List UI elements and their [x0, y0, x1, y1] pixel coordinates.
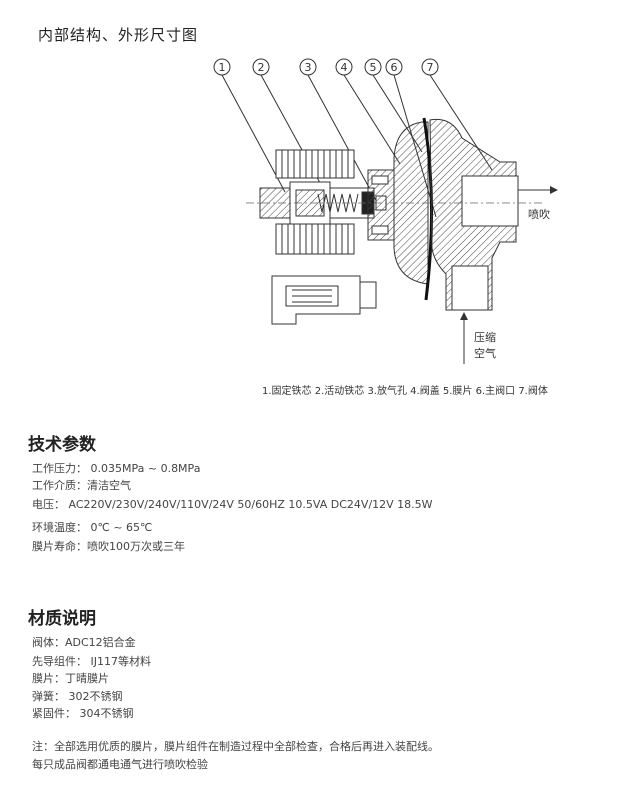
pilot-body	[367, 169, 395, 241]
callout-2: 2	[252, 58, 270, 76]
material-line-diaphragm: 膜片：丁晴膜片	[32, 672, 109, 685]
note-line-1: 注：全部选用优质的膜片，膜片组件在制造过程中全部检查，合格后再进入装配线。	[32, 740, 439, 753]
flow-in-arrow: 压缩 空气	[460, 312, 496, 364]
svg-text:1: 1	[219, 61, 226, 74]
svg-text:5: 5	[370, 61, 377, 74]
callout-3: 3	[299, 58, 317, 76]
callout-6: 6	[385, 58, 403, 76]
material-line-pilot: 先导组件： IJ117等材料	[32, 655, 151, 668]
material-line-body: 阀体：ADC12铝合金	[32, 636, 136, 649]
svg-text:6: 6	[391, 61, 398, 74]
spec-line-diaphragm-life: 膜片寿命：喷吹100万次或三年	[32, 540, 185, 553]
spec-line-voltage: 电压： AC220V/230V/240V/110V/24V 50/60HZ 10…	[32, 498, 433, 511]
material-line-spring: 弹簧： 302不锈钢	[32, 690, 123, 703]
svg-text:7: 7	[427, 61, 434, 74]
note-line-2: 每只成品阀都通电通气进行喷吹检验	[32, 758, 208, 771]
svg-text:空气: 空气	[474, 346, 496, 360]
inlet-bore	[451, 265, 489, 311]
outlet-bore	[461, 175, 519, 227]
callout-7: 7	[421, 58, 439, 76]
coil-housing-top	[275, 149, 355, 179]
spec-line-medium: 工作介质：清洁空气	[32, 479, 131, 492]
valve-cross-section-diagram: 1 2 3 4 5 6 7	[213, 58, 558, 364]
svg-text:4: 4	[341, 61, 348, 74]
callout-1: 1	[213, 58, 231, 76]
flow-out-arrow: 喷吹	[518, 186, 558, 221]
coil-housing-bottom	[275, 223, 355, 255]
spec-line-pressure: 工作压力： 0.035MPa ~ 0.8MPa	[32, 462, 201, 475]
section-title-structure: 内部结构、外形尺寸图	[38, 26, 199, 44]
spec-section-title: 技术参数	[28, 435, 96, 455]
materials-section-title: 材质说明	[28, 609, 96, 629]
svg-text:3: 3	[305, 61, 312, 74]
svg-text:喷吹: 喷吹	[528, 208, 550, 221]
spec-line-temperature: 环境温度： 0℃ ~ 65℃	[32, 521, 153, 534]
callout-4: 4	[335, 58, 353, 76]
svg-text:压缩: 压缩	[474, 331, 496, 344]
connector-plug	[271, 275, 377, 325]
svg-text:2: 2	[258, 61, 265, 74]
material-line-fasteners: 紧固件： 304不锈钢	[32, 707, 134, 720]
diagram-legend: 1.固定铁芯 2.活动铁芯 3.放气孔 4.阀盖 5.膜片 6.主阀口 7.阀体	[262, 386, 548, 397]
callout-5: 5	[364, 58, 382, 76]
